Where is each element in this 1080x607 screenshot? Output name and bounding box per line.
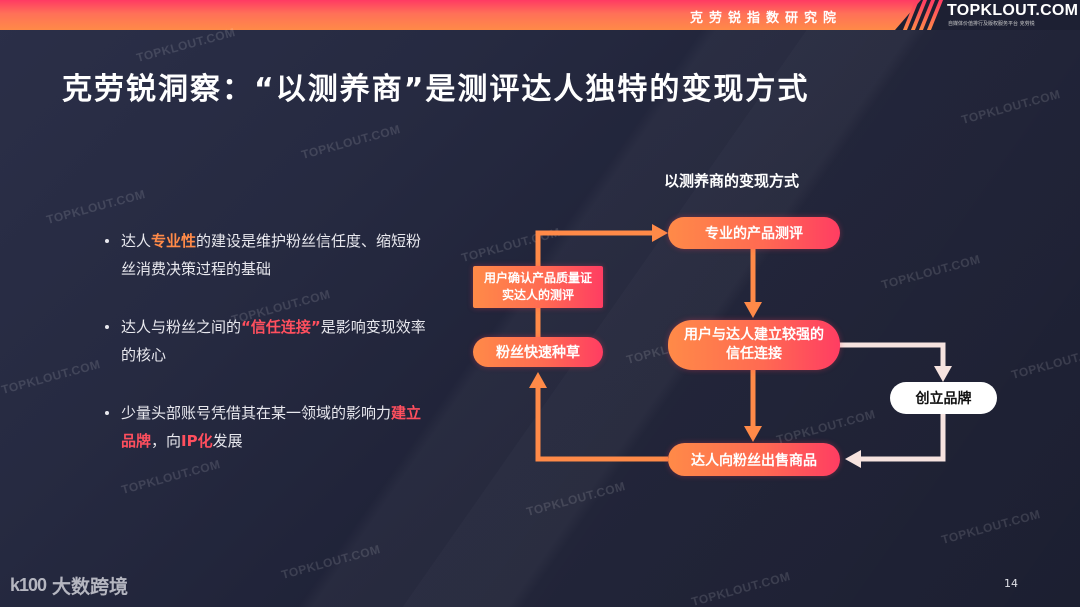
topklout-logo-subtitle: 自媒体价值排行及版权服务平台 克劳锐 xyxy=(948,21,1035,27)
bullet-text: 是影响变现效率的核心 xyxy=(121,318,426,364)
bullet-text: 发展 xyxy=(212,432,243,450)
bullet-text: 少量头部账号凭借其在某一领域的影响力 xyxy=(121,404,392,422)
bullet-highlight: “信任连接” xyxy=(241,318,321,336)
footer-logo-text: 大数跨境 xyxy=(52,576,129,598)
diagram-title: 以测养商的变现方式 xyxy=(664,172,800,190)
node-sell-products: 达人向粉丝出售商品 xyxy=(668,443,840,476)
node-create-brand: 创立品牌 xyxy=(890,382,997,414)
node-fans-seeding: 粉丝快速种草 xyxy=(473,337,603,367)
bullet-text: 达人与粉丝之间的 xyxy=(121,318,242,336)
bullet-item: 达人与粉丝之间的“信任连接”是影响变现效率的核心 xyxy=(103,313,433,369)
node-trust-connection: 用户与达人建立较强的信任连接 xyxy=(668,320,840,370)
bullet-text: ，向 xyxy=(151,432,182,450)
page-title: 克劳锐洞察：“以测养商”是测评达人独特的变现方式 xyxy=(62,72,810,107)
node-confirm-quality: 用户确认产品质量证实达人的测评 xyxy=(473,266,603,308)
footer-logo: k100 大数跨境 xyxy=(10,572,128,599)
page-number: 14 xyxy=(1004,577,1018,590)
bullet-text: 达人 xyxy=(121,232,152,250)
bullet-item: 少量头部账号凭借其在某一领域的影响力建立品牌，向IP化发展 xyxy=(103,399,433,455)
bullet-highlight: 建立品牌 xyxy=(121,404,422,450)
bullet-list: 达人专业性的建设是维护粉丝信任度、缩短粉丝消费决策过程的基础 达人与粉丝之间的“… xyxy=(103,227,433,485)
node-product-review: 专业的产品测评 xyxy=(668,217,840,249)
k100-logo-icon: k100 xyxy=(10,575,47,595)
bullet-highlight: IP化 xyxy=(181,432,213,450)
org-title: 克劳锐指数研究院 xyxy=(690,11,843,26)
bullet-text: 的建设是维护粉丝信任度、缩短粉丝消费决策过程的基础 xyxy=(121,232,422,278)
bullet-highlight: 专业性 xyxy=(151,232,197,250)
bullet-item: 达人专业性的建设是维护粉丝信任度、缩短粉丝消费决策过程的基础 xyxy=(103,227,433,283)
topklout-logo: TOPKLOUT.COM xyxy=(947,2,1079,19)
